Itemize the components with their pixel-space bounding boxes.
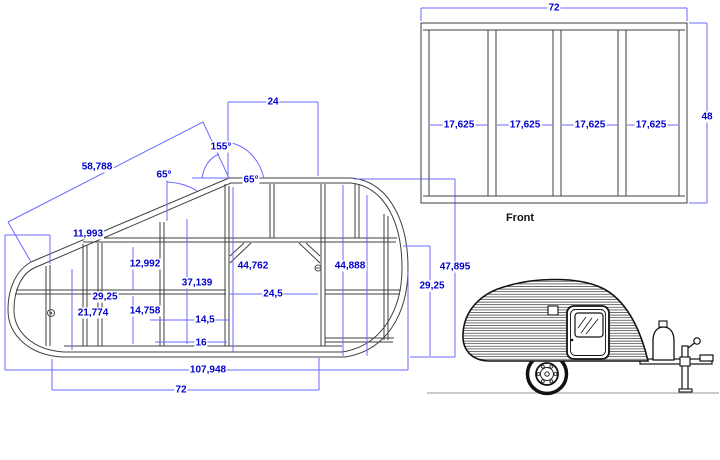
dim-bay-upper-height: 12,992 xyxy=(128,258,162,270)
front-view-frame xyxy=(420,22,688,204)
door-window xyxy=(574,312,604,338)
reference-markers xyxy=(47,264,322,317)
dim-front-bay-2: 17,625 xyxy=(508,119,542,131)
teardrop-inner-skin xyxy=(13,182,403,353)
teardrop-outer-skin xyxy=(7,177,409,358)
dim-front-width: 72 xyxy=(547,2,561,14)
dim-front-height: 48 xyxy=(700,111,714,123)
frame-studs xyxy=(45,184,389,346)
trailer-illustration xyxy=(427,278,719,396)
dim-overall-length: 107,948 xyxy=(188,364,228,376)
hole-marker xyxy=(47,309,55,317)
hitch-coupler xyxy=(699,354,714,362)
roof-vent xyxy=(547,305,559,316)
dim-nose-inset: 11,993 xyxy=(71,228,105,240)
dim-bay-lower-height: 14,758 xyxy=(128,305,162,317)
tongue-jack xyxy=(678,337,701,393)
dim-apex-angle: 155° xyxy=(209,141,233,153)
dim-door-right-height: 44,888 xyxy=(333,260,367,272)
dim-stud-gap-inner: 14,5 xyxy=(194,314,216,326)
dim-slope-length: 58,788 xyxy=(80,161,114,173)
dim-front-rail-height: 29,25 xyxy=(91,291,119,303)
dim-front-angle-left: 65° xyxy=(155,169,173,181)
jack-crank-handle xyxy=(693,337,701,345)
dim-hole-height: 21,774 xyxy=(76,307,110,319)
dim-front-bay-3: 17,625 xyxy=(573,119,607,131)
dim-door-width: 24,5 xyxy=(262,288,284,300)
front-view-dimensions xyxy=(420,7,708,204)
dim-front-bay-4: 17,625 xyxy=(634,119,668,131)
dim-overall-height: 47,895 xyxy=(438,261,472,273)
dim-stud-spacing: 16 xyxy=(194,337,208,349)
front-panel-studs xyxy=(428,30,680,196)
door-latch xyxy=(570,338,574,342)
trailer-door xyxy=(566,305,610,360)
dim-front-angle-right: 65° xyxy=(242,174,260,186)
front-panel-outline xyxy=(420,22,688,204)
dim-top-width: 24 xyxy=(266,96,280,108)
trailer-tongue xyxy=(639,354,714,365)
trailer-body xyxy=(462,278,650,362)
dim-door-left-height: 44,762 xyxy=(236,260,270,272)
dim-front-bay-1: 17,625 xyxy=(442,119,476,131)
dim-floor-length: 72 xyxy=(174,384,188,396)
front-view-caption: Front xyxy=(504,212,536,224)
dim-rear-rail-height: 29,25 xyxy=(418,280,446,292)
propane-tank xyxy=(652,320,675,361)
dim-mid-stud-height: 37,139 xyxy=(180,277,214,289)
side-view-frame xyxy=(7,177,409,358)
